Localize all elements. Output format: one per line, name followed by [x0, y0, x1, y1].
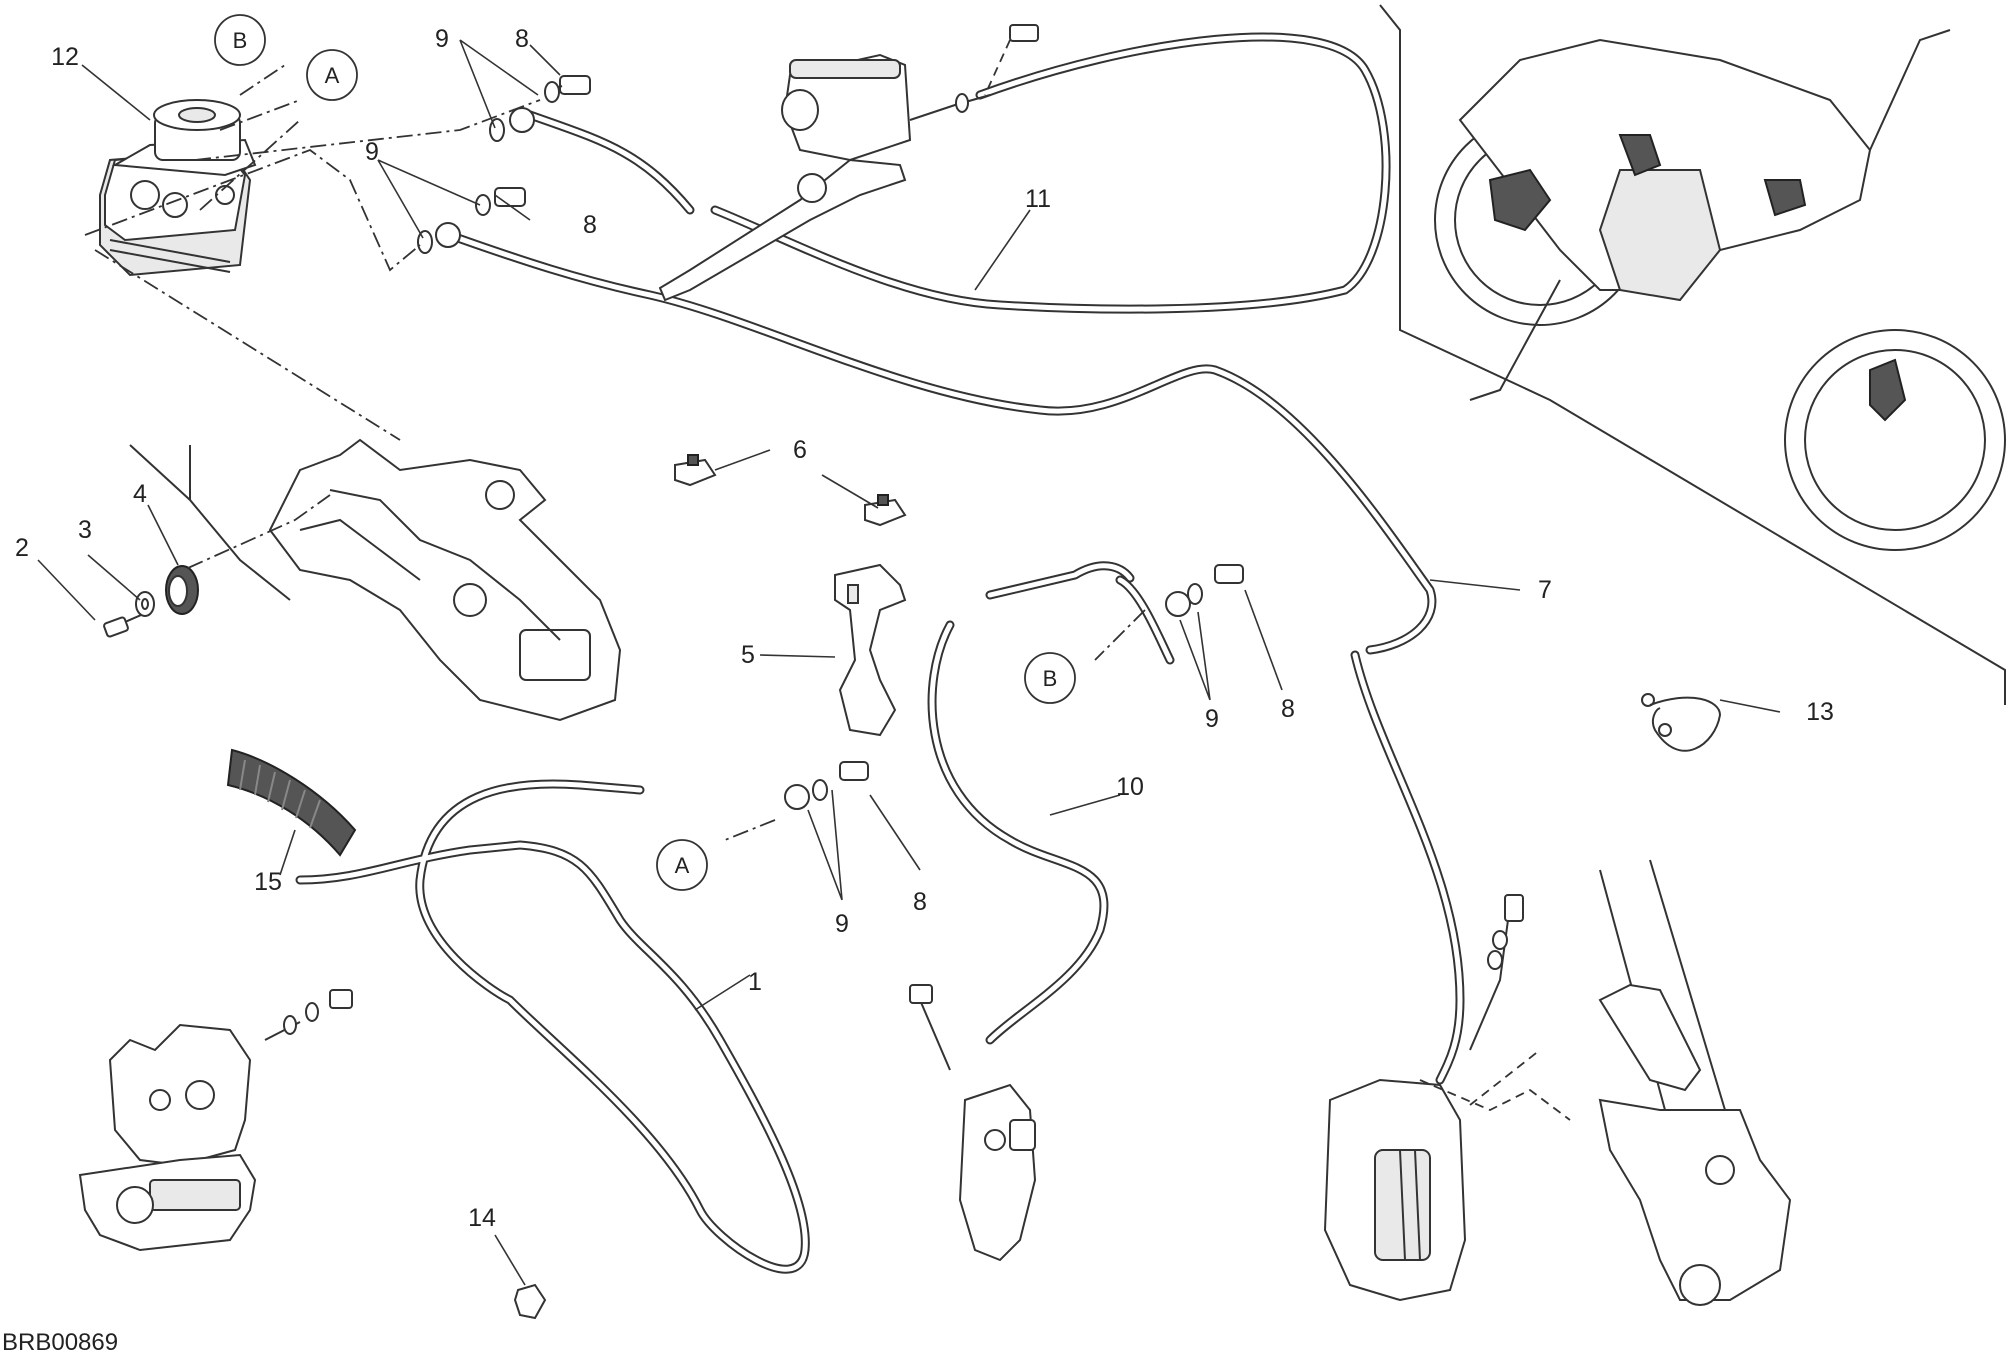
banjo-bolt-rear-master	[1165, 564, 1244, 617]
callout-2: 2	[15, 534, 29, 562]
callout-9-d: 9	[835, 910, 849, 938]
washer	[135, 591, 155, 617]
ref-circle-b-top: B	[214, 14, 266, 66]
callout-4: 4	[133, 480, 147, 508]
callout-14: 14	[468, 1204, 496, 1232]
callout-15: 15	[254, 868, 282, 896]
sensor-bracket	[834, 563, 907, 737]
callout-1: 1	[748, 968, 762, 996]
hose-clip-b	[864, 494, 907, 527]
hose-1	[295, 779, 810, 1274]
drawing-code: BRB00869	[2, 1329, 118, 1356]
callout-13: 13	[1806, 698, 1834, 726]
callout-11: 11	[1025, 185, 1051, 213]
banjo-bolt-lower	[417, 187, 526, 254]
hose-7	[450, 232, 1465, 1085]
callout-7: 7	[1538, 576, 1552, 604]
callout-8-c: 8	[1281, 695, 1295, 723]
callout-8-d: 8	[913, 888, 927, 916]
callout-9-c: 9	[1205, 705, 1219, 733]
ref-circle-a-mid: A	[656, 839, 708, 891]
callout-5: 5	[741, 641, 755, 669]
callout-3: 3	[78, 516, 92, 544]
callout-labels: 12 2 3 4 9 8 9 8 11 6 5 7 13 10 8 9 15 9…	[15, 25, 1834, 1232]
ref-circle-b-mid: B	[1024, 652, 1076, 704]
callout-12: 12	[51, 43, 79, 71]
callout-10: 10	[1116, 773, 1144, 801]
ref-circle-a-top: A	[306, 49, 358, 101]
callout-9-b: 9	[365, 138, 379, 166]
front-fork	[1598, 859, 1792, 1306]
abs-bracket	[129, 438, 622, 722]
hose-11	[710, 32, 1391, 314]
motorcycle-overview-inset	[1379, 4, 2006, 705]
connection-lines	[84, 64, 1571, 1121]
callout-8-a: 8	[515, 25, 529, 53]
mounting-screw	[103, 611, 149, 638]
svg-text:A: A	[325, 63, 340, 88]
leader-lines	[37, 39, 1781, 1286]
rear-brake-caliper	[78, 989, 353, 1252]
svg-text:B: B	[233, 28, 248, 53]
callout-9-a: 9	[435, 25, 449, 53]
hose-clip-a	[674, 454, 717, 487]
front-master-cylinder	[658, 24, 1039, 302]
hose-10	[927, 561, 1175, 1045]
svg-text:B: B	[1043, 666, 1058, 691]
small-hose-clip	[513, 1283, 547, 1320]
hose-clamp	[1641, 693, 1722, 752]
front-brake-caliper	[1323, 894, 1524, 1302]
rear-master-cylinder	[909, 984, 1037, 1262]
banjo-bolt-rear-caliper-line	[784, 761, 869, 810]
hose-upper-abs-line	[525, 110, 695, 215]
tone-wheel-gear	[165, 565, 199, 615]
abs-modulator	[99, 99, 257, 277]
callout-6: 6	[793, 436, 807, 464]
svg-text:A: A	[675, 853, 690, 878]
protective-sleeve	[226, 748, 357, 857]
callout-8-b: 8	[583, 211, 597, 239]
